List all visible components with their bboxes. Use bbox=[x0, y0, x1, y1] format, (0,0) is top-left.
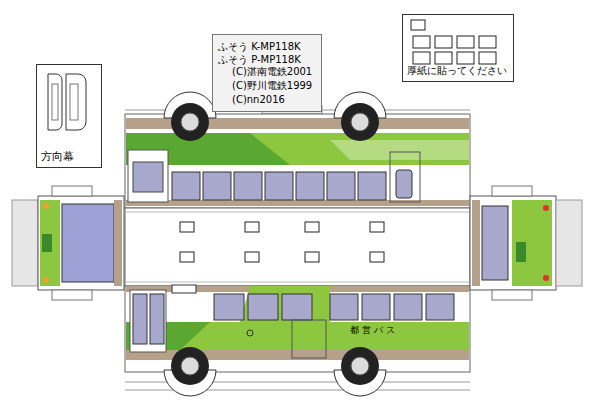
copyright-note: (C)湛南電鉄2001 bbox=[232, 66, 312, 78]
copyright-note: (C)nn2016 bbox=[232, 94, 285, 106]
node-text: 厚紙に貼ってください bbox=[407, 64, 507, 77]
node-text: ふそう P-MP118K bbox=[218, 53, 301, 66]
node-text: ふそう K-MP118K bbox=[218, 40, 301, 53]
copyright-note: (C)野川電鉄1999 bbox=[232, 80, 312, 92]
node-text: 方向幕 bbox=[41, 150, 74, 163]
cardboard-note-box: 厚紙に貼ってください bbox=[402, 14, 514, 82]
livery-lettering: 都 営 バ ス bbox=[350, 324, 395, 336]
destination-sign-part: 方向幕 bbox=[36, 64, 102, 168]
